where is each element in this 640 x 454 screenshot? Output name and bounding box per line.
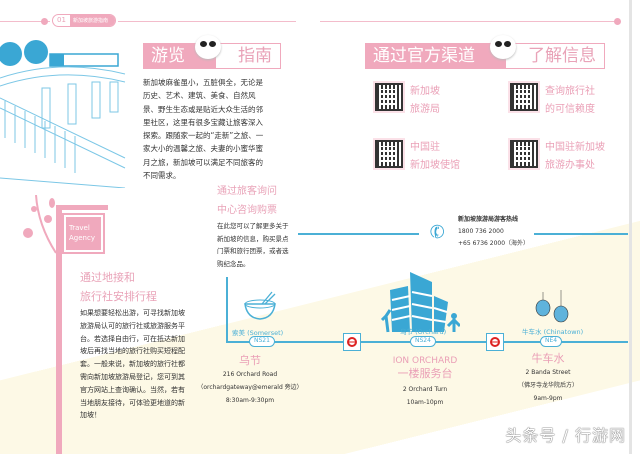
agency-title: 通过地接和旅行社安排行程 — [80, 271, 157, 303]
guide-title-a: 游览 — [143, 43, 215, 69]
section-label: 新加坡旅游指南 — [70, 15, 115, 26]
header-rule — [320, 21, 615, 22]
visitor-centre-title: 通过旅客询问中心咨询购票 — [217, 186, 277, 216]
station-code-badge: NE4 — [540, 336, 563, 347]
blossom-branch-illustration — [23, 195, 57, 254]
route-line — [534, 233, 628, 235]
qr-code[interactable] — [508, 138, 540, 170]
qr-label: 新加坡旅游局 — [410, 86, 440, 115]
station-info: 牛车水 2 Banda Street （佛牙寺龙华院后方） 9am-9pm — [517, 352, 578, 402]
station-code-badge: NS21 — [249, 336, 275, 347]
header-rule — [0, 21, 50, 22]
visitor-centre-body: 在此您可以了解更多关于新加坡的信息，购买景点门票和旅行团票，或者选购纪念品。 — [217, 222, 289, 268]
train-bridge-illustration — [0, 40, 126, 188]
panda-icon — [195, 35, 221, 59]
station-info: ION ORCHARD 一楼服务台 2 Orchard Turn 10am-10… — [392, 356, 458, 406]
qr-label: 中国驻新加坡使馆 — [410, 142, 460, 171]
section-pill: 01 新加坡旅游指南 — [52, 14, 116, 27]
header-rule — [118, 21, 296, 22]
station-label: 乌节 (Orchard) — [400, 328, 447, 336]
qr-code[interactable] — [508, 81, 540, 113]
agency-body: 如果想要轻松出游，可寻找新加坡旅游局认可的旅行社或旅游服务平台。若选择自由行，可… — [80, 309, 185, 420]
qr-label: 中国驻新加坡旅游办事处 — [545, 142, 605, 171]
lantern-icon — [535, 290, 569, 323]
mrt-logo-icon — [343, 333, 361, 351]
header-dot — [41, 18, 48, 25]
signpost-pole — [56, 205, 62, 454]
station-label: 索美 (Somerset) — [232, 329, 284, 337]
official-title-b: 了解信息 — [505, 43, 605, 69]
watermark: 头条号 / 行游网 — [505, 426, 626, 445]
signpost-arm — [56, 205, 108, 210]
ion-orchard-building-icon — [380, 272, 460, 333]
route-line — [226, 277, 228, 343]
station-code-badge: NS24 — [410, 336, 436, 347]
route-line — [298, 233, 419, 235]
mrt-logo-icon — [486, 333, 504, 351]
noodle-bowl-icon — [244, 291, 276, 320]
section-number: 01 — [57, 16, 66, 24]
header-dot — [614, 18, 621, 25]
hotline-info: 新加坡旅游局游客热线 1800 736 2000 +65 6736 2000（海… — [458, 216, 530, 247]
qr-label: 查询旅行社的可信赖度 — [545, 86, 595, 115]
qr-code[interactable] — [373, 138, 405, 170]
official-title-a: 通过官方渠道 — [365, 43, 505, 69]
qr-code[interactable] — [373, 81, 405, 113]
panda-icon — [490, 35, 516, 59]
station-label: 牛车水 (Chinatown) — [522, 328, 584, 336]
official-title: 通过官方渠道 了解信息 — [365, 43, 605, 69]
guide-title-b: 指南 — [215, 43, 281, 69]
page-edge — [629, 0, 632, 454]
guide-body: 新加坡麻雀虽小，五脏俱全，无论是历史、艺术、建筑、美食、自然风景、野生生态或是贴… — [143, 78, 264, 181]
station-info: 乌节 216 Orchard Road （orchardgateway@emer… — [197, 354, 303, 404]
